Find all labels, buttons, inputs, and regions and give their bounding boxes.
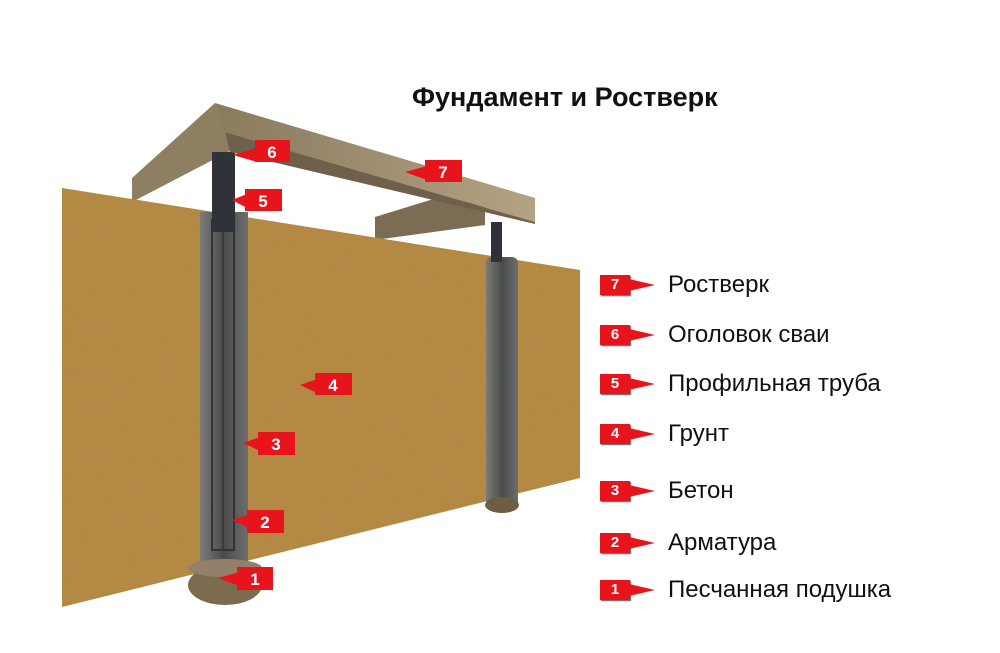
steel-profile-pipe-left: [212, 152, 235, 232]
callout-6: 6: [233, 140, 290, 162]
grillage-side-beam: [132, 103, 232, 202]
svg-text:2: 2: [260, 513, 269, 532]
concrete-pile-right: [486, 257, 518, 507]
badge-5: 5: [600, 374, 630, 394]
badge-4: 4: [600, 424, 630, 444]
badge-3: 3: [600, 481, 630, 501]
badge-arrow-icon: [629, 329, 655, 341]
badge-arrow-icon: [629, 378, 655, 390]
callout-1: 1: [218, 567, 273, 590]
badge-7: 7: [600, 275, 630, 295]
concrete-pile-left: [200, 212, 248, 570]
badge-1: 1: [600, 580, 630, 600]
badge-6: 6: [600, 325, 630, 345]
grillage-main-beam-top: [215, 103, 535, 222]
callout-2: 2: [232, 510, 284, 533]
legend-item-5: 5 Профильная труба: [600, 369, 881, 399]
badge-arrow-icon: [629, 485, 655, 497]
legend-label: Оголовок сваи: [668, 321, 830, 348]
legend-label: Арматура: [668, 529, 777, 556]
legend-label: Грунт: [668, 420, 729, 447]
badge-arrow-icon: [629, 537, 655, 549]
callout-3: 3: [243, 432, 295, 455]
legend-item-6: 6 Оголовок сваи: [600, 320, 830, 350]
steel-profile-pipe-right: [491, 222, 502, 262]
legend-item-2: 2 Арматура: [600, 528, 776, 558]
callout-5: 5: [232, 189, 282, 211]
svg-text:6: 6: [267, 143, 276, 162]
legend-label: Песчанная подушка: [668, 576, 892, 603]
badge-2: 2: [600, 533, 630, 553]
badge-arrow-icon: [629, 279, 655, 291]
svg-text:7: 7: [438, 163, 447, 182]
legend-item-1: 1 Песчанная подушка: [600, 575, 891, 605]
svg-text:3: 3: [271, 435, 280, 454]
svg-text:5: 5: [258, 192, 267, 211]
legend-item-7: 7 Ростверк: [600, 270, 769, 300]
badge-arrow-icon: [629, 584, 655, 596]
callout-7: 7: [405, 160, 462, 182]
badge-arrow-icon: [629, 428, 655, 440]
legend-label: Ростверк: [668, 271, 769, 298]
legend-item-3: 3 Бетон: [600, 476, 734, 506]
legend-item-4: 4 Грунт: [600, 419, 729, 449]
legend-label: Бетон: [668, 477, 734, 504]
svg-text:1: 1: [250, 570, 259, 589]
legend-label: Профильная труба: [668, 370, 881, 397]
diagram-title: Фундамент и Ростверк: [412, 82, 718, 112]
svg-text:4: 4: [328, 376, 338, 395]
callout-4: 4: [300, 373, 352, 395]
grillage-back-beam: [375, 197, 485, 240]
